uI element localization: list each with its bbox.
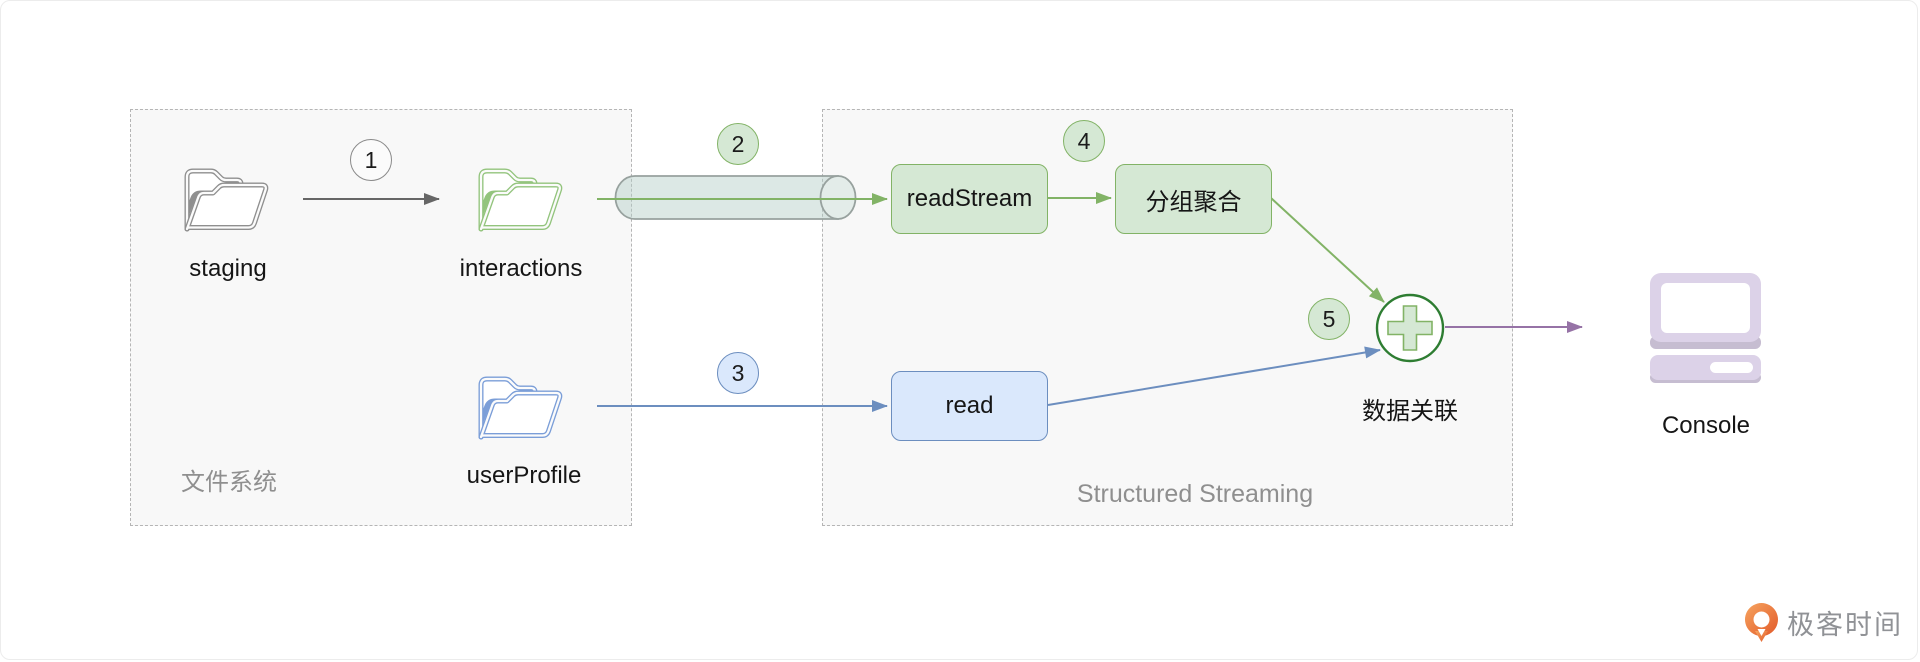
console-label: Console (1661, 412, 1751, 439)
geektime-watermark: 极客时间 (1743, 601, 1903, 643)
geektime-logo-icon (1744, 603, 1778, 642)
step-badge-5: 5 (1308, 298, 1350, 340)
console-icon (1650, 273, 1761, 383)
arrow-aggregate-to-join (1270, 197, 1385, 303)
stream-pipe (614, 175, 857, 220)
userprofile-folder-icon (481, 379, 560, 437)
step-badge-2: 2 (717, 123, 759, 165)
staging-folder-icon (187, 171, 266, 229)
userprofile-label: userProfile (466, 462, 582, 489)
join-plus-icon (1375, 293, 1445, 363)
read-node: read (891, 371, 1048, 441)
interactions-folder-icon (481, 171, 560, 229)
step-badge-3: 3 (717, 352, 759, 394)
geektime-brand-text: 极客时间 (1787, 609, 1903, 640)
structured-streaming-group-label: Structured Streaming (1076, 480, 1314, 508)
step-badge-1: 1 (350, 139, 392, 181)
readstream-node: readStream (891, 164, 1048, 234)
group-aggregate-node: 分组聚合 (1115, 164, 1272, 234)
step-badge-4: 4 (1063, 120, 1105, 162)
interactions-label: interactions (459, 255, 583, 282)
join-label: 数据关联 (1362, 398, 1458, 425)
file-system-group-label: 文件系统 (181, 469, 277, 496)
staging-label: staging (189, 255, 267, 282)
arrow-read-to-join (1047, 346, 1381, 406)
